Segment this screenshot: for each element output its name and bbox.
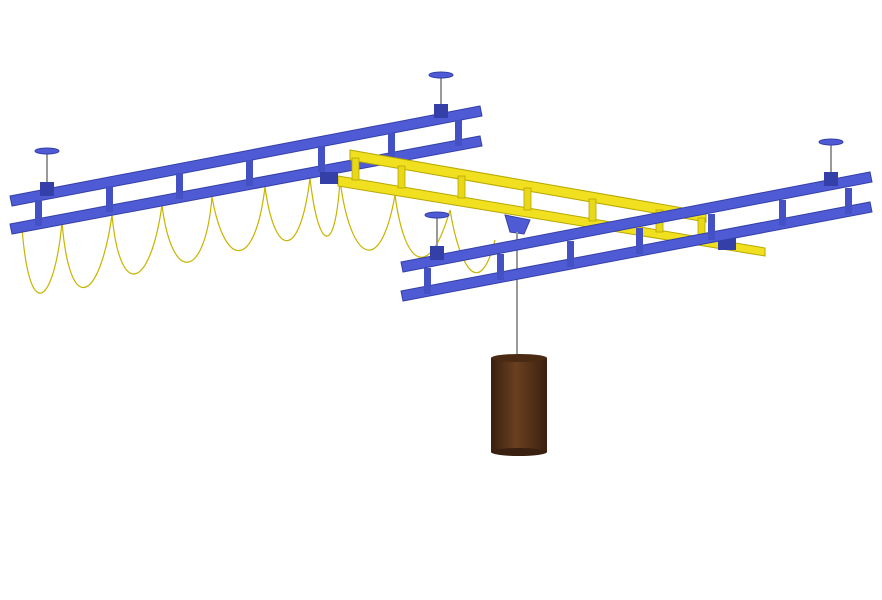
left-runway (9, 71, 483, 235)
right-runway (400, 138, 873, 302)
load-cylinder (491, 354, 547, 456)
runway-posts (35, 120, 462, 226)
festoon-cable (21, 177, 496, 294)
hoist (504, 214, 531, 356)
